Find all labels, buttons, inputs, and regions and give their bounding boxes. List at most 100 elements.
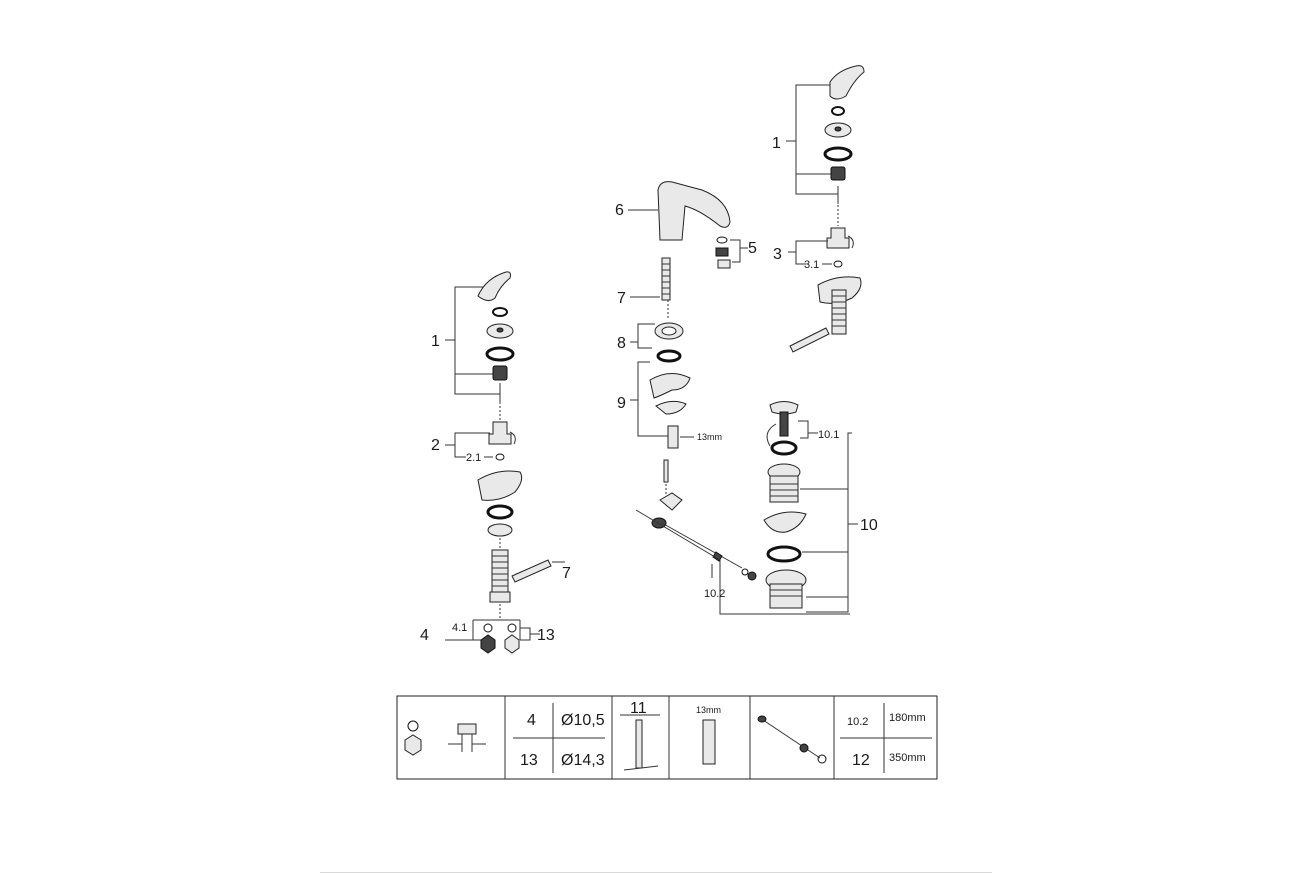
mid-callout-5: 5 xyxy=(748,240,757,257)
waste-10-bracket xyxy=(800,432,858,613)
left-callout-4: 4 xyxy=(420,627,429,644)
mid-8-bracket xyxy=(630,323,655,349)
left-nut-13 xyxy=(504,634,520,654)
linkage-rod xyxy=(661,522,743,569)
right-thread-lines xyxy=(832,295,846,327)
cell4-label: 13mm xyxy=(696,705,721,715)
cell1-dimension-lines xyxy=(448,734,486,752)
left-hose-7 xyxy=(511,559,552,583)
left-cartridge-body xyxy=(488,421,512,445)
cell1-fitting-icon xyxy=(457,723,477,735)
right-cartridge-body xyxy=(826,227,850,249)
right-lever-handle xyxy=(829,65,865,100)
left-callout-13: 13 xyxy=(537,627,555,644)
waste-10-2-bracket xyxy=(635,509,850,615)
left-body-base xyxy=(489,591,511,603)
mid-base-ring-8-hole xyxy=(661,326,677,336)
waste-tail-lines xyxy=(770,589,802,597)
middle-assembly: 6 5 7 8 9 13mm xyxy=(615,181,757,495)
waste-assembly: 10.1 10 10.2 xyxy=(635,401,878,615)
left-cap-hole xyxy=(496,327,504,333)
waste-body xyxy=(769,475,799,503)
waste-basin-section xyxy=(763,511,807,533)
left-callout-1: 1 xyxy=(431,333,440,350)
right-small-oring xyxy=(833,260,843,268)
right-cartridge-nut xyxy=(830,166,846,181)
spec-table: 4 Ø10,5 13 Ø14,3 11 13mm 10.2 180mm 12 3… xyxy=(396,695,938,780)
waste-callout-10-1: 10.1 xyxy=(818,429,839,441)
right-cap-hole xyxy=(834,126,842,132)
left-lever-handle xyxy=(477,271,511,302)
left-washer xyxy=(492,307,508,317)
left-13-bracket xyxy=(520,627,540,641)
popup-plug-head xyxy=(769,401,799,415)
cell3-label: 11 xyxy=(630,700,647,717)
linkage-nut xyxy=(747,571,757,581)
left-assembly: 1 2 2.1 7 4.1 4 xyxy=(420,271,571,654)
cell5-washer-icon xyxy=(817,754,827,764)
mid-fixing-nut xyxy=(667,425,679,449)
cell2-bot-dim: Ø14,3 xyxy=(561,752,605,769)
left-thread-lines xyxy=(492,555,508,587)
aerator-washer xyxy=(716,236,728,244)
left-callout-2-1: 2.1 xyxy=(466,452,481,464)
left-callout-2: 2 xyxy=(431,437,440,454)
waste-callout-10-2: 10.2 xyxy=(704,588,725,600)
mid-hose-7 xyxy=(661,257,671,301)
left-4-13-bracket xyxy=(445,619,521,641)
waste-gasket xyxy=(766,545,802,563)
left-small-oring xyxy=(495,453,505,461)
right-cartridge-arrow xyxy=(847,235,854,249)
cell6-bot-num: 12 xyxy=(852,752,870,769)
right-callout-1: 1 xyxy=(772,135,781,152)
aerator-insert xyxy=(717,259,731,269)
spout-body-6 xyxy=(657,181,731,241)
left-basin-section xyxy=(477,470,523,501)
right-callout-3: 3 xyxy=(773,246,782,263)
right-threaded-body xyxy=(831,289,847,335)
right-hose xyxy=(789,327,830,353)
waste-10-1-bracket xyxy=(798,420,818,439)
left-part-4-1 xyxy=(483,623,493,633)
cell2-top-dim: Ø10,5 xyxy=(561,712,605,729)
mid-oring xyxy=(656,349,682,363)
cell3-base-line xyxy=(623,765,659,771)
cell6-bot-len: 350mm xyxy=(889,752,926,764)
cell1-washer-icon xyxy=(407,720,419,732)
cell6-top-num: 10.2 xyxy=(847,716,868,728)
mid-9-bracket xyxy=(630,361,670,437)
left-cartridge-nut xyxy=(492,365,508,381)
cell2-top-num: 4 xyxy=(527,712,536,729)
left-base-washer xyxy=(487,523,513,537)
cell2-bot-num: 13 xyxy=(520,752,538,769)
right-callout-3-1: 3.1 xyxy=(804,259,819,271)
cell1-nut-icon xyxy=(404,734,422,756)
waste-callout-10: 10 xyxy=(860,517,878,534)
aerator-body xyxy=(715,247,729,257)
mid-callout-8: 8 xyxy=(617,335,626,352)
left-o-ring xyxy=(485,346,515,362)
cell5-rod-icon xyxy=(759,717,821,759)
left-2-bracket xyxy=(445,432,490,458)
left-base-oring xyxy=(486,504,514,520)
mid-callout-6: 6 xyxy=(615,202,624,219)
bottom-divider xyxy=(320,872,992,873)
mid-callout-7: 7 xyxy=(617,290,626,307)
popup-seal xyxy=(770,440,798,456)
popup-plug-stem xyxy=(779,411,789,437)
mid-hose-lines xyxy=(662,263,670,295)
mid-lift-rod xyxy=(663,459,669,483)
left-1-bracket xyxy=(445,286,500,395)
linkage-knob xyxy=(712,551,723,562)
cell5-ball-icon xyxy=(757,715,767,723)
cell6-top-len: 180mm xyxy=(889,712,926,724)
popup-rotate-arrow xyxy=(766,423,777,447)
left-part-13-washer xyxy=(507,623,517,633)
left-callout-7: 7 xyxy=(562,565,571,582)
cell5-knob-icon xyxy=(799,743,809,753)
cell3-rod-icon xyxy=(635,719,643,769)
right-o-ring xyxy=(823,146,853,162)
right-3-bracket xyxy=(788,240,828,265)
right-washer xyxy=(831,106,845,116)
